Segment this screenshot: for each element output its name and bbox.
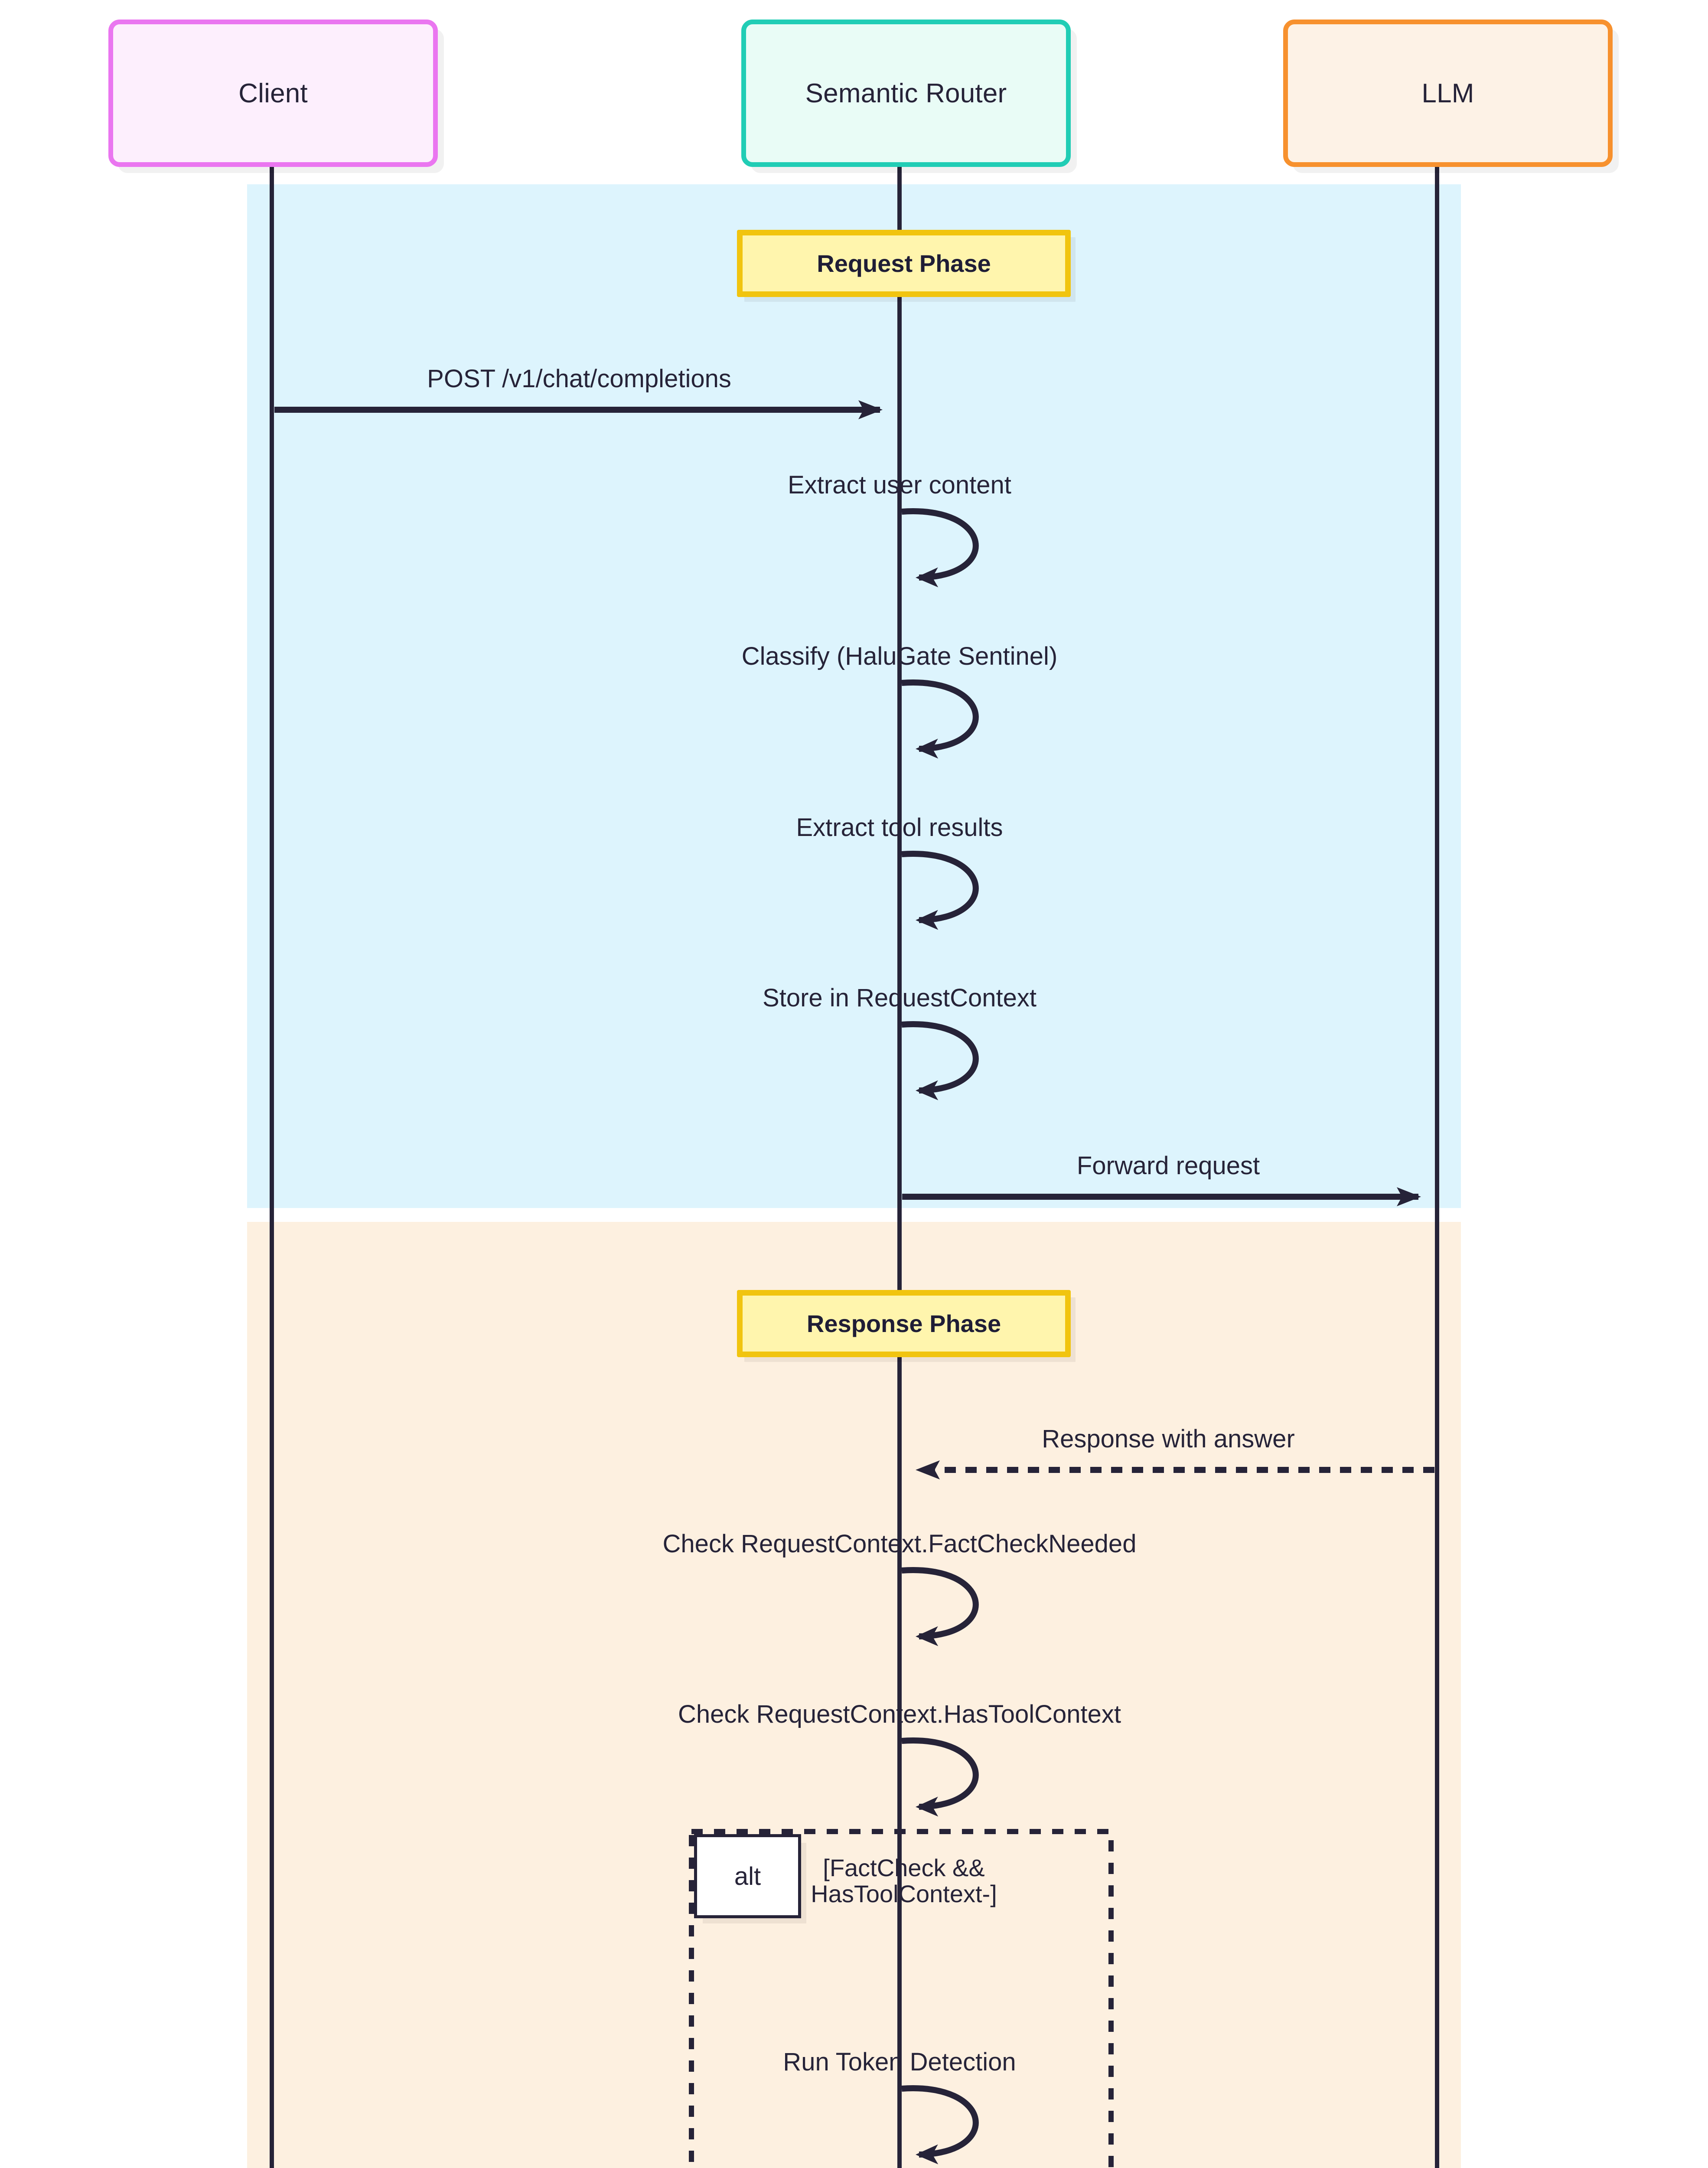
message-label-extract-user-content: Extract user content	[788, 471, 1011, 499]
phase-title-response-label: Response Phase	[806, 1310, 1001, 1337]
message-label-response-with-answer: Response with answer	[1042, 1425, 1295, 1453]
self-loop-extract-user-content	[901, 508, 979, 588]
lifelines	[270, 167, 1439, 2168]
message-label-store-request-context: Store in RequestContext	[763, 984, 1037, 1012]
alt-branch-1-condition: [FactCheck && HasToolContext-]	[811, 1854, 997, 1908]
alt-keyword-box: alt	[694, 1834, 801, 1918]
message-label-check-factcheckneeded: Check RequestContext.FactCheckNeeded	[662, 1530, 1137, 1558]
self-loop-check-factcheckneeded	[901, 1567, 979, 1646]
actor-label-llm-top: LLM	[1421, 78, 1474, 108]
phase-title-response: Response Phase	[737, 1290, 1071, 1357]
alt-block-frame	[689, 1829, 1114, 2168]
self-loop-store-request-context	[901, 1021, 979, 1100]
message-label-check-hastoolcontext: Check RequestContext.HasToolContext	[678, 1700, 1121, 1728]
phase-title-request-label: Request Phase	[817, 250, 991, 277]
self-loop-extract-tool-results	[901, 851, 979, 930]
actor-box-semantic-router-top[interactable]: Semantic Router	[741, 20, 1071, 167]
alt-keyword-label: alt	[734, 1862, 761, 1890]
self-loop-check-hastoolcontext	[901, 1737, 979, 1817]
request-phase-background	[247, 184, 1461, 1208]
response-phase-background	[247, 1222, 1461, 2168]
message-label-classify: Classify (HaluGate Sentinel)	[741, 642, 1058, 670]
actor-box-client-top[interactable]: Client	[108, 20, 438, 167]
actor-box-llm-top[interactable]: LLM	[1283, 20, 1613, 167]
message-label-run-token-detection: Run Token Detection	[783, 2048, 1016, 2076]
message-label-forward-request: Forward request	[1076, 1152, 1260, 1180]
message-label-extract-tool-results: Extract tool results	[796, 813, 1003, 842]
self-loop-classify	[901, 679, 979, 759]
message-label-post-completions: POST /v1/chat/completions	[427, 365, 731, 393]
self-loop-run-token-detection	[901, 2085, 979, 2165]
actor-label-client-top: Client	[238, 78, 308, 108]
phase-title-request: Request Phase	[737, 230, 1071, 297]
actor-label-semantic-router-top: Semantic Router	[805, 78, 1007, 108]
